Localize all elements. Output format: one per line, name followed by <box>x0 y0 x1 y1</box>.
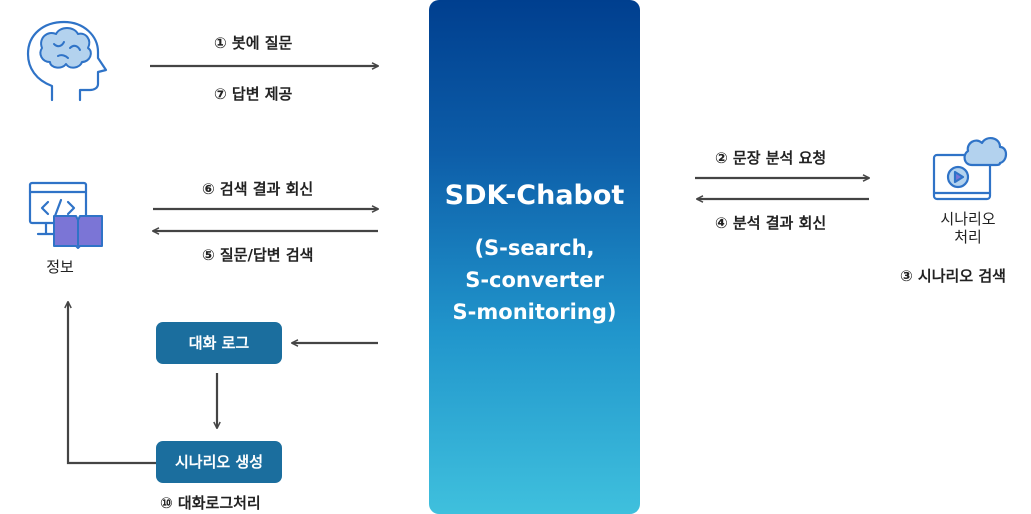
panel-sub-line: (S-search, <box>474 236 595 260</box>
scenario-generation-box: 시나리오 생성 <box>156 441 282 483</box>
step-label-5: ⑤ 질문/답변 검색 <box>202 246 314 264</box>
step-label-7: ⑦ 답변 제공 <box>214 85 293 103</box>
panel-title: SDK-Chabot <box>444 180 625 211</box>
cloud-video-icon <box>932 137 1008 201</box>
scenario-label-line: 처리 <box>954 228 982 246</box>
scenario-label-line: 시나리오 <box>940 210 996 228</box>
chat-log-box: 대화 로그 <box>156 322 282 364</box>
info-label: 정보 <box>46 258 74 276</box>
step-label-6: ⑥ 검색 결과 회신 <box>202 180 314 198</box>
sdk-chatbot-panel: SDK-Chabot (S-search, S-converter S-moni… <box>429 0 640 514</box>
panel-sub-line: S-monitoring) <box>452 300 617 324</box>
step-label-2: ② 문장 분석 요청 <box>715 149 827 167</box>
arrow-gen-to-info <box>68 302 156 465</box>
scenario-node-label: 시나리오 처리 <box>928 210 1008 246</box>
code-book-icon <box>28 181 103 249</box>
step-label-3: ③ 시나리오 검색 <box>900 267 1006 285</box>
head-brain-icon <box>26 20 108 102</box>
panel-subtitle: (S-search, S-converter S-monitoring) <box>429 232 640 328</box>
step-label-10: ⑩ 대화로그처리 <box>160 494 261 512</box>
step-label-4: ④ 분석 결과 회신 <box>715 214 827 232</box>
step-label-1: ① 봇에 질문 <box>214 34 293 52</box>
panel-sub-line: S-converter <box>465 268 604 292</box>
